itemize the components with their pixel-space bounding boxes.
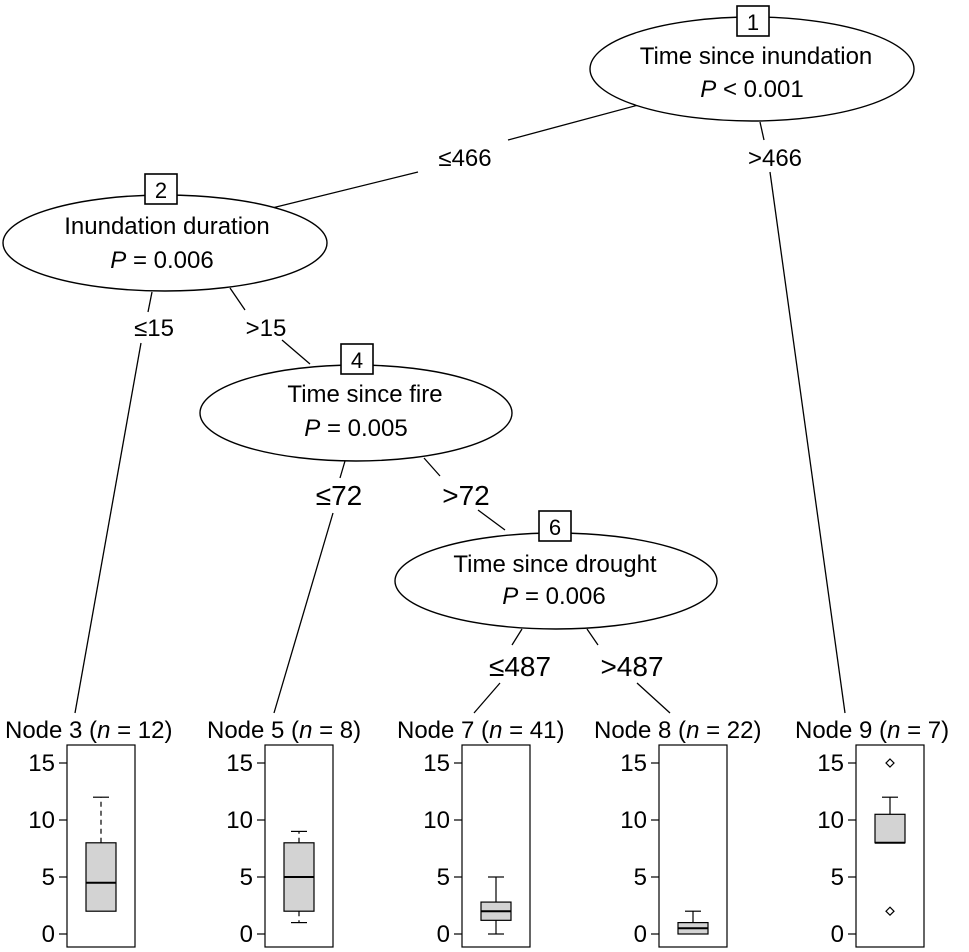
node-variable: Time since fire (287, 381, 442, 408)
boxplot-panel: 0 5 10 15 (226, 744, 334, 948)
node-variable: Time since inundation (640, 43, 873, 70)
edge-2-3-upper (147, 291, 153, 313)
y-tick-label: 15 (423, 750, 450, 777)
terminal-boxplots: 0 5 10 15 0 5 10 15 0 5 10 15 0 5 10 15 0 5 10 15 (28, 744, 925, 948)
panel-frame (855, 744, 925, 948)
y-tick-label: 0 (42, 921, 55, 948)
node-p-value: P = 0.006 (502, 583, 605, 610)
split-label-node6-left: ≤487 (489, 651, 551, 682)
y-tick-label: 15 (28, 750, 55, 777)
edge-6-8-upper (586, 628, 599, 646)
split-labels: ≤466 >466 ≤15 >15 ≤72 >72 ≤487 >487 (134, 145, 802, 682)
node-id-box (538, 510, 572, 542)
edge-1-2-upper (507, 103, 643, 141)
node-variable: Time since drought (453, 551, 657, 578)
terminal-title-node-9: Node 9 (n = 7) (795, 717, 949, 744)
y-tick-label: 10 (423, 807, 450, 834)
node-p-value: P < 0.001 (700, 76, 803, 103)
edge-1-9-lower (769, 171, 846, 714)
y-tick-label: 5 (437, 864, 450, 891)
node-ellipse (199, 364, 513, 462)
node-id-box (736, 5, 770, 37)
node-id: 6 (549, 515, 561, 540)
edge-1-9-upper (759, 121, 765, 141)
y-tick-label: 5 (240, 864, 253, 891)
inner-node-6: 6 Time since drought P = 0.006 (394, 510, 718, 630)
edge-2-4-upper (229, 287, 246, 311)
y-tick-label: 10 (620, 807, 647, 834)
node-id: 4 (351, 348, 363, 373)
edge-1-2-lower (271, 171, 419, 209)
y-tick-label: 15 (226, 750, 253, 777)
terminal-title-node-3: Node 3 (n = 12) (5, 717, 172, 744)
node-id-box (340, 343, 374, 375)
split-label-node1-right: >466 (748, 145, 802, 172)
tree-edges (74, 103, 846, 714)
y-tick-label: 0 (831, 921, 844, 948)
edge-2-4-lower (281, 339, 311, 365)
edge-2-3-lower (74, 342, 142, 714)
edge-4-6-lower (477, 509, 506, 531)
y-tick-label: 5 (634, 864, 647, 891)
y-tick-label: 5 (42, 864, 55, 891)
inner-node-4: 4 Time since fire P = 0.005 (199, 343, 513, 462)
node-variable: Inundation duration (64, 213, 270, 240)
y-tick-label: 15 (620, 750, 647, 777)
boxplot-panel: 0 5 10 15 (817, 744, 925, 948)
node-id: 2 (155, 178, 167, 203)
edge-4-5-upper (339, 460, 346, 479)
edge-6-8-lower (636, 682, 671, 714)
split-label-node2-left: ≤15 (134, 315, 174, 342)
split-label-node1-left: ≤466 (438, 145, 491, 172)
edge-6-7-upper (511, 628, 523, 646)
edge-4-6-upper (423, 457, 441, 477)
node-p-value: P = 0.006 (110, 247, 213, 274)
y-tick-label: 10 (226, 807, 253, 834)
y-tick-label: 0 (437, 921, 450, 948)
node-ellipse (2, 194, 328, 292)
iqr-box (85, 842, 117, 912)
terminal-title-node-5: Node 5 (n = 8) (207, 717, 361, 744)
node-id-box (144, 173, 178, 205)
split-label-node2-right: >15 (246, 315, 287, 342)
boxplot-panel: 0 5 10 15 (28, 744, 136, 948)
y-tick-label: 15 (817, 750, 844, 777)
inner-node-1: 1 Time since inundation P < 0.001 (589, 5, 915, 122)
y-tick-label: 10 (817, 807, 844, 834)
iqr-box (874, 813, 906, 844)
y-tick-label: 10 (28, 807, 55, 834)
terminal-title-node-8: Node 8 (n = 22) (594, 717, 761, 744)
y-tick-label: 5 (831, 864, 844, 891)
boxplot-panel: 0 5 10 15 (423, 744, 531, 948)
outlier-point (885, 758, 895, 768)
node-ellipse (394, 532, 718, 630)
terminal-node-titles: Node 3 (n = 12) Node 5 (n = 8) Node 7 (n… (5, 717, 949, 744)
split-label-node4-right: >72 (442, 480, 490, 511)
split-label-node4-left: ≤72 (316, 480, 363, 511)
node-id: 1 (747, 10, 759, 35)
y-tick-label: 0 (240, 921, 253, 948)
boxplot-panel: 0 5 10 15 (620, 744, 728, 948)
edge-4-5-lower (273, 512, 334, 714)
outlier-point (885, 906, 895, 917)
y-tick-label: 0 (634, 921, 647, 948)
inner-node-2: 2 Inundation duration P = 0.006 (2, 173, 328, 292)
edge-6-7-lower (473, 682, 501, 714)
node-p-value: P = 0.005 (304, 415, 407, 442)
terminal-title-node-7: Node 7 (n = 41) (397, 717, 564, 744)
split-label-node6-right: >487 (600, 651, 663, 682)
